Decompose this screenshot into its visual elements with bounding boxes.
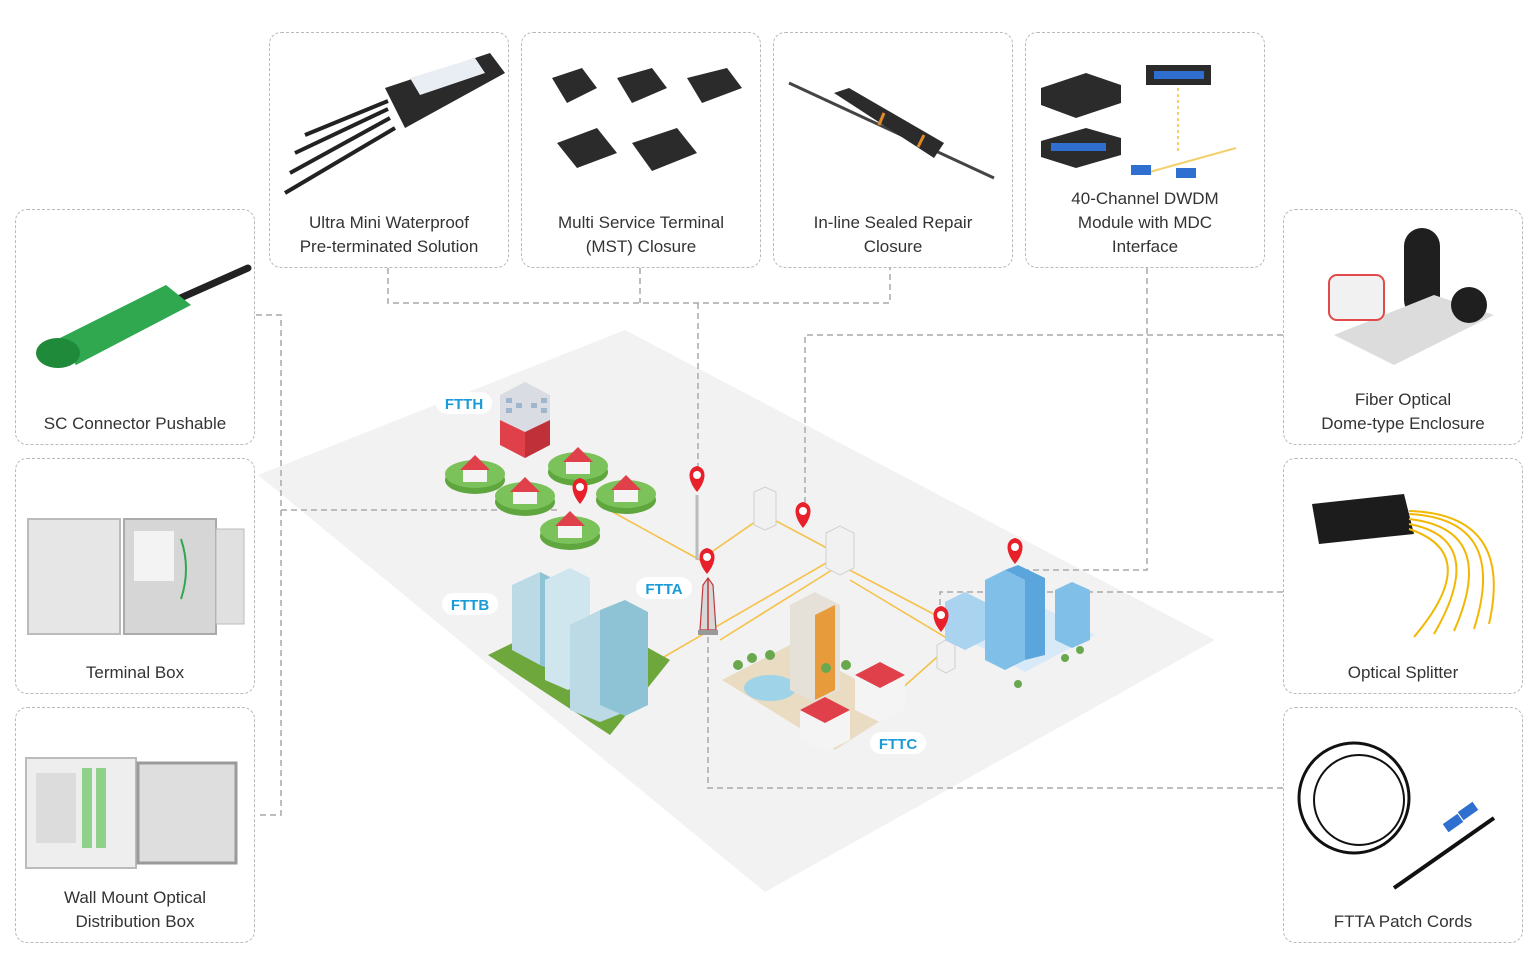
ftta-tag: FTTA (645, 581, 682, 598)
fttc-tag: FTTC (879, 736, 917, 753)
dwdm-label: 40-Channel DWDM Module with MDC Interfac… (1071, 189, 1219, 256)
mst-image (552, 68, 742, 171)
card-wall-mount: Wall Mount Optical Distribution Box (15, 707, 255, 943)
dwdm-image (1041, 65, 1237, 178)
fttc-cluster (722, 592, 905, 752)
location-pins (572, 466, 1023, 632)
ftth-tag: FTTH (445, 396, 483, 413)
fttb-tag: FTTB (451, 597, 489, 614)
card-terminal-box: Terminal Box (15, 458, 255, 694)
card-dome: Fiber Optical Dome-type Enclosure (1283, 209, 1523, 445)
card-mst: Multi Service Terminal (MST) Closure (521, 32, 761, 268)
fttb-cluster (488, 568, 670, 735)
card-ultra-mini: Ultra Mini Waterproof Pre-terminated Sol… (269, 32, 509, 268)
mst-label: Multi Service Terminal (MST) Closure (558, 213, 724, 256)
terminal-box-label: Terminal Box (85, 663, 185, 682)
sc-connector-label: SC Connector Pushable (43, 414, 227, 433)
optical-splitter-image (1312, 494, 1495, 638)
inline-closure-image (788, 81, 995, 180)
street-cabinets (753, 486, 956, 674)
wall-mount-label: Wall Mount Optical Distribution Box (63, 888, 207, 931)
sc-connector-image (36, 264, 252, 368)
dome-label: Fiber Optical Dome-type Enclosure (1321, 390, 1485, 433)
dome-enclosure-image (1328, 228, 1494, 365)
wall-mount-image (25, 757, 238, 869)
card-ftta-cords: FTTA Patch Cords (1283, 707, 1523, 943)
terminal-box-image (27, 518, 245, 635)
card-splitter: Optical Splitter (1283, 458, 1523, 694)
business-cluster (945, 565, 1095, 688)
inline-label: In-line Sealed Repair Closure (813, 213, 973, 256)
card-dwdm: 40-Channel DWDM Module with MDC Interfac… (1025, 32, 1265, 268)
zone-tags: FTTH FTTB FTTA FTTC (436, 392, 926, 754)
splitter-label: Optical Splitter (1347, 663, 1459, 682)
ultra-mini-image (283, 53, 505, 195)
ftta-tower (695, 495, 718, 635)
ftta-cords-label: FTTA Patch Cords (1333, 912, 1473, 931)
ultra-mini-label: Ultra Mini Waterproof Pre-terminated Sol… (299, 213, 479, 256)
house-islands (445, 447, 656, 550)
ftth-cluster (445, 382, 656, 550)
card-sc-connector: SC Connector Pushable (15, 209, 255, 445)
ftta-patch-cords-image (1297, 741, 1496, 890)
card-inline: In-line Sealed Repair Closure (773, 32, 1013, 268)
